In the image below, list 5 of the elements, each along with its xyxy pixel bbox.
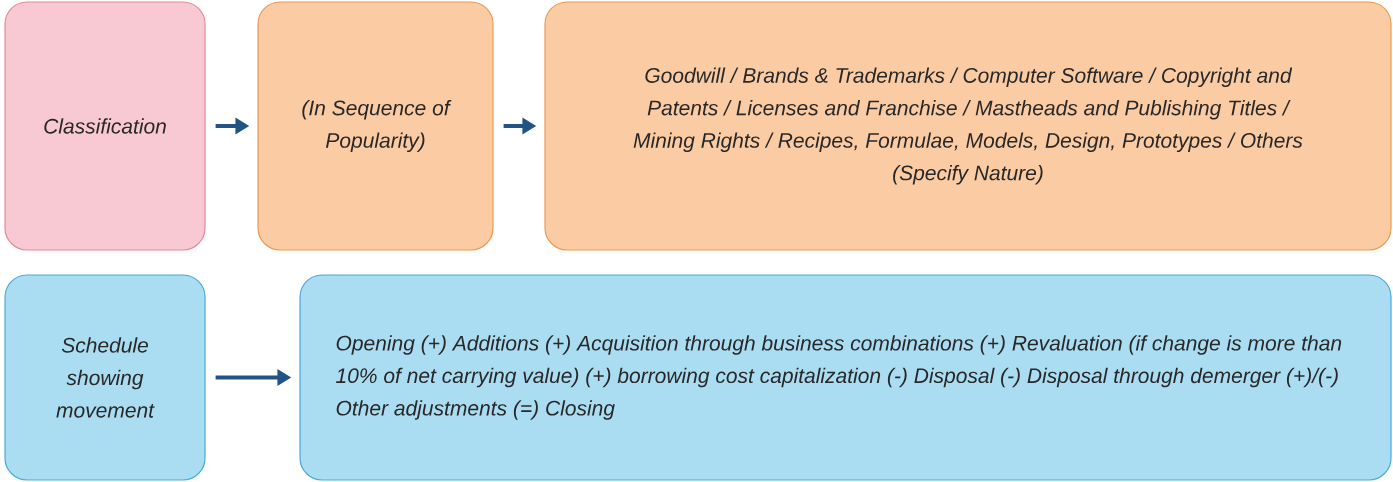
process-box: Goodwill / Brands & Trademarks / Computer Software / Copyright and Patents / Licenses and Franchise / Mastheads and Publishing Titles / Mining Rights / Recipes, Formulae, Models, Design, Prototypes / Others (Specify Nature) [544, 1, 1392, 251]
process-box: Opening (+) Additions (+) Acquisition through business combinations (+) Revaluation (if change is more than 10% of net carrying value) (+) borrowing cost capitalization (-) Disposal (-) Disposal through demerger (+)/(-) Other adjustments (=) Closing [299, 274, 1392, 481]
process-box: Schedule showing movement [4, 274, 206, 481]
process-box: (In Sequence of Popularity) [257, 1, 494, 251]
process-box: Classification [4, 1, 206, 251]
